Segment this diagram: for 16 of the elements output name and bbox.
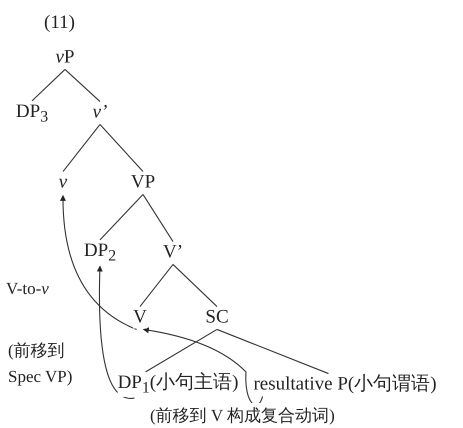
tree-branch	[64, 69, 100, 102]
category-label: resultative P(小句谓语)	[253, 374, 437, 396]
movement-arrow	[60, 194, 137, 330]
movement-arrow	[96, 266, 134, 399]
tree-branch	[100, 124, 144, 172]
category-label: V	[133, 308, 147, 328]
tree-branch	[140, 264, 174, 307]
tree-branch	[142, 194, 174, 242]
tree-branch	[32, 69, 66, 102]
tree-branch	[216, 328, 329, 374]
tree-branch	[172, 264, 218, 307]
movement-arrow	[142, 327, 264, 406]
tree-branch	[100, 194, 144, 240]
tree-branch	[145, 328, 218, 372]
category-label: DP$_{1}$(小句主语)	[118, 372, 238, 398]
tree-branch	[62, 124, 100, 172]
